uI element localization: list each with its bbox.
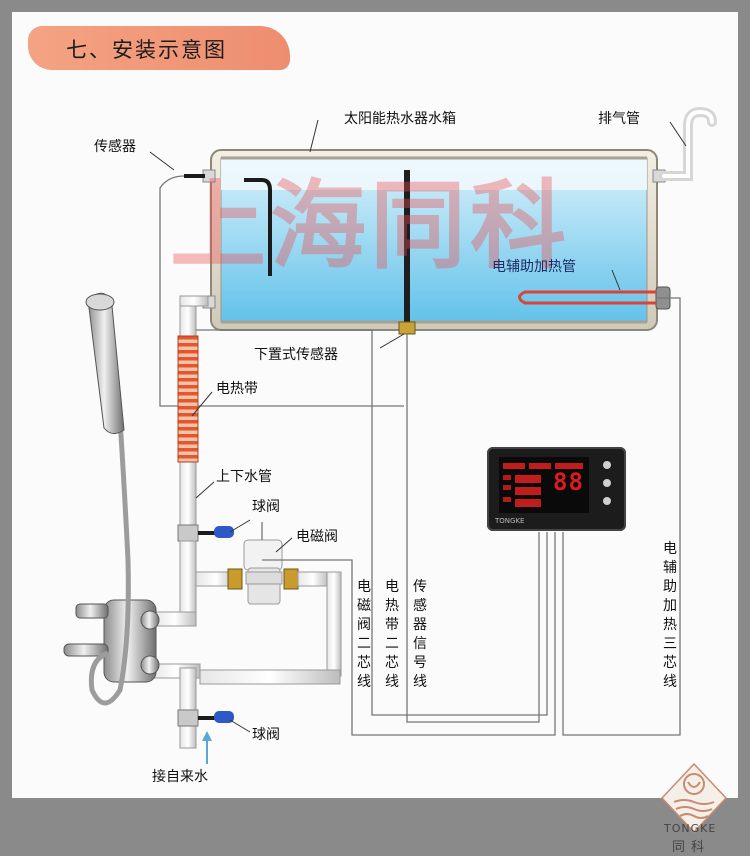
central-rod: [404, 170, 410, 326]
aux-heater-element: [518, 290, 656, 305]
sensor-signal-wire: [406, 532, 540, 723]
tank-sensor-probe: [244, 178, 272, 276]
leader-valve-bottom: [229, 719, 251, 733]
bottom-sensor-fitting: [398, 321, 416, 335]
leader-vent: [669, 121, 687, 147]
ball-valve-top: [177, 524, 199, 542]
label-ball-valve-top: 球阀: [252, 499, 280, 515]
tongke-logo: [660, 762, 728, 834]
shower-head: [85, 292, 125, 434]
label-water-inlet: 接自来水: [152, 769, 208, 785]
ball-valve-bottom: [177, 709, 199, 727]
label-up-down-pipe: 上下水管: [216, 469, 272, 485]
label-vent-pipe: 排气管: [598, 111, 640, 127]
leader-tank: [309, 119, 319, 153]
brass-fitting-left: [227, 568, 243, 590]
title-banner: [28, 26, 290, 70]
label-wire-aux: 电辅助加热三芯线: [663, 541, 677, 690]
aux-heater-wire: [562, 297, 681, 736]
ball-valve-top-handle: [214, 526, 234, 538]
label-bottom-sensor: 下置式传感器: [254, 347, 338, 363]
page-title: 七、安装示意图: [66, 38, 227, 62]
sensor-cable: [159, 175, 404, 407]
return-pipe: [326, 571, 342, 677]
label-wire-sensor: 传感器信号线: [413, 579, 427, 690]
controller-button-3[interactable]: [603, 497, 611, 505]
leader-bottom-sensor: [379, 333, 405, 349]
label-heat-tape: 电热带: [216, 381, 258, 397]
label-solenoid-valve: 电磁阀: [296, 529, 338, 545]
water-tank: [210, 149, 658, 331]
solenoid-wire: [261, 522, 556, 736]
controller-button-2[interactable]: [603, 479, 611, 487]
leader-aux: [611, 269, 621, 291]
label-wire-solenoid: 电磁阀二芯线: [357, 579, 371, 690]
logo-chinese: 同科: [672, 840, 711, 855]
controller-indicators: [503, 463, 583, 507]
label-wire-heat-tape: 电热带二芯线: [385, 579, 399, 690]
label-tank: 太阳能热水器水箱: [344, 111, 456, 127]
leader-heat-tape: [191, 391, 213, 417]
leader-valve-top: [229, 519, 251, 533]
label-sensor: 传感器: [94, 139, 136, 155]
leader-pipe: [195, 481, 215, 499]
heat-tape-wire: [196, 329, 548, 716]
leader-sensor: [149, 151, 175, 171]
shower-mixer: [63, 599, 160, 683]
inlet-pipe: [179, 667, 197, 749]
shower-hose: [88, 419, 131, 706]
brass-fitting-right: [283, 568, 299, 590]
watermark-text: 上海同科: [170, 170, 570, 282]
controller-screen: [499, 457, 589, 513]
label-aux-heater: 电辅助加热管: [492, 259, 576, 275]
solenoid-valve: [243, 539, 283, 605]
controller-unit: 88 TONGKE: [487, 447, 626, 531]
controller-brand: TONGKE: [495, 517, 525, 525]
label-ball-valve-bottom: 球阀: [252, 727, 280, 743]
leader-solenoid: [275, 537, 293, 553]
ball-valve-bottom-handle: [214, 711, 234, 723]
inlet-branch-pipe: [199, 669, 341, 685]
logo-english: TONGKE: [664, 822, 717, 835]
controller-display: 88: [553, 468, 584, 496]
heat-tape: [177, 335, 199, 463]
controller-button-1[interactable]: [603, 461, 611, 469]
